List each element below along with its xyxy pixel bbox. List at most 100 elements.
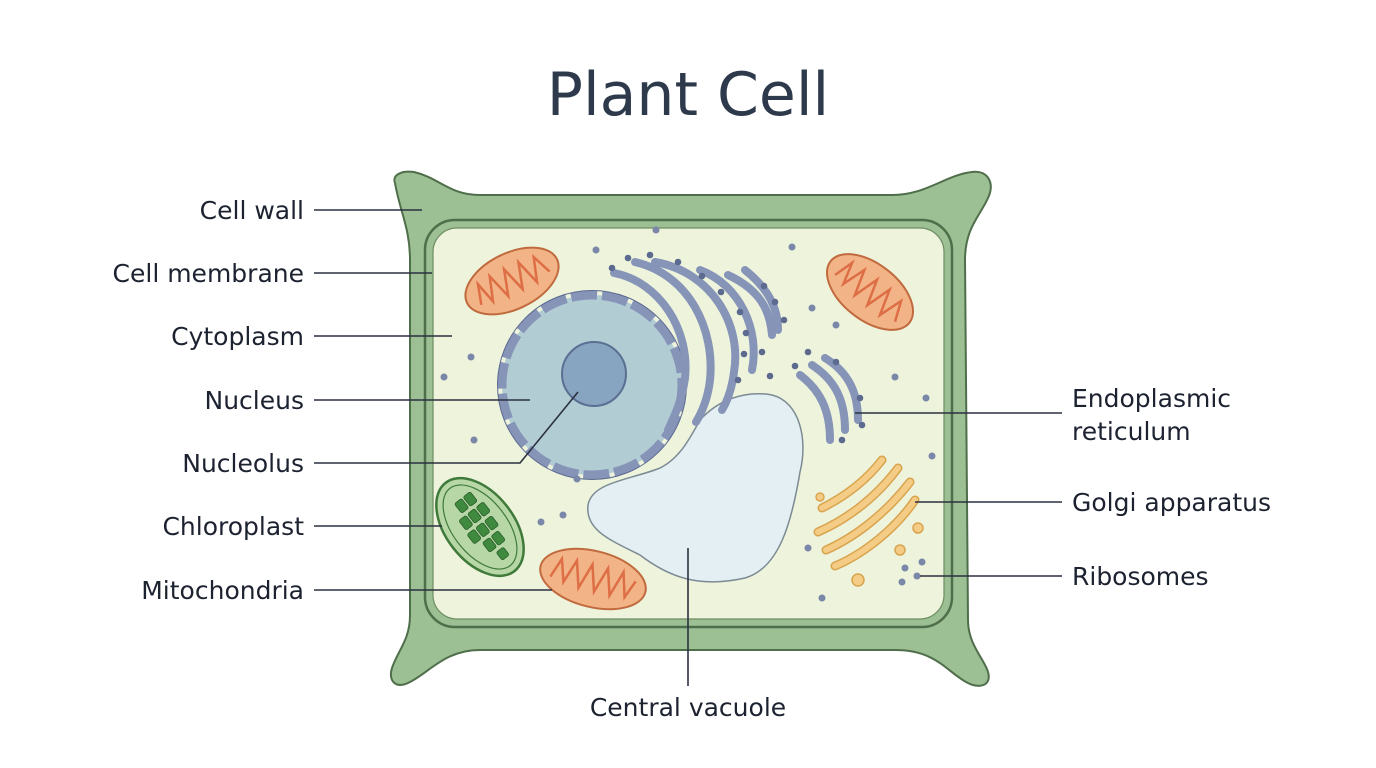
ribosome [804, 348, 812, 356]
granum [463, 491, 478, 507]
ribosome [573, 475, 581, 483]
er-membrane [741, 266, 782, 334]
ribosome [922, 394, 930, 402]
chloroplast [435, 476, 525, 578]
er-membrane [796, 371, 834, 444]
label-nucleolus: Nucleolus [182, 449, 304, 478]
granum [476, 502, 491, 517]
golgi-cisterna [815, 465, 901, 535]
ribosome [717, 288, 725, 296]
ribosome [624, 254, 632, 262]
label-endoplasmic-reticulum-line2: reticulum [1072, 417, 1191, 446]
central-vacuole [587, 393, 804, 583]
label-golgi-apparatus: Golgi apparatus [1072, 488, 1271, 517]
golgi-cisterna [832, 497, 918, 569]
label-central-vacuole: Central vacuole [590, 693, 786, 722]
granum [454, 498, 469, 513]
granum [482, 537, 497, 553]
mitochondrion-cristae [476, 253, 551, 306]
granum [496, 547, 509, 560]
granum [491, 531, 506, 546]
label-cell-wall: Cell wall [200, 196, 304, 225]
ribosome [788, 243, 796, 251]
ribosome [758, 348, 766, 356]
ribosome [674, 258, 682, 266]
ribosome [736, 308, 744, 316]
ribosome [652, 226, 660, 234]
mitochondrion-top-left [464, 246, 560, 316]
label-chloroplast: Chloroplast [162, 512, 304, 541]
golgi-vesicle [912, 522, 924, 534]
ribosome [608, 264, 616, 272]
ribosome [808, 304, 816, 312]
ribosome [791, 362, 799, 370]
mitochondrion-cristae [834, 259, 904, 323]
ribosome [918, 558, 926, 566]
chloroplast-inner [442, 484, 518, 570]
ribosome [891, 373, 899, 381]
label-endoplasmic-reticulum-line1: Endoplasmic [1072, 384, 1231, 413]
ribosome [646, 251, 654, 259]
er-membrane [724, 271, 776, 339]
ribosome [592, 246, 600, 254]
leader-nucleolus [314, 391, 579, 464]
ribosome [440, 373, 448, 381]
label-cell-membrane: Cell membrane [113, 259, 304, 288]
golgi-vesicle [851, 573, 865, 587]
diagram-title: Plant Cell [547, 60, 829, 130]
ribosome [734, 376, 742, 384]
label-endoplasmic-reticulum: Endoplasmic reticulum [1072, 384, 1239, 446]
er-membrane [808, 361, 849, 434]
er-membrane [651, 258, 740, 414]
label-ribosomes: Ribosomes [1072, 562, 1209, 591]
granum [467, 529, 482, 544]
ribosome [901, 564, 909, 572]
golgi-vesicle [815, 492, 825, 502]
granum [459, 515, 473, 530]
endoplasmic-reticulum [610, 258, 862, 444]
er-membrane [610, 269, 690, 434]
granum [484, 515, 499, 531]
granum [476, 522, 490, 537]
ribosome [766, 372, 774, 380]
ribosome [559, 511, 567, 519]
ribosome [740, 350, 748, 358]
ribosome [780, 316, 788, 324]
ribosome [537, 518, 545, 526]
ribosome [771, 298, 779, 306]
label-mitochondria: Mitochondria [141, 576, 304, 605]
golgi-apparatus-fill [815, 457, 918, 569]
er-membrane [696, 266, 758, 374]
golgi-vesicle [894, 544, 906, 556]
ribosome [804, 544, 812, 552]
label-nucleus: Nucleus [205, 386, 305, 415]
mitochondrion-top-right [825, 253, 915, 331]
ribosome [467, 353, 475, 361]
ribosome [838, 436, 846, 444]
granum [467, 508, 482, 524]
ribosome [928, 452, 936, 460]
er-ribosomes [608, 251, 866, 444]
ribosome [858, 421, 866, 429]
golgi-cisterna [819, 457, 885, 511]
ribosome [742, 329, 750, 337]
ribosome [698, 272, 706, 280]
thylakoid-stacks [454, 491, 509, 560]
mitochondrion-cristae [549, 555, 637, 601]
ribosome [913, 572, 921, 580]
ribosome [856, 394, 864, 402]
ribosome [818, 594, 826, 602]
ribosome [898, 578, 906, 586]
er-membrane [631, 258, 715, 426]
mitochondrion-bottom [539, 547, 647, 611]
label-cytoplasm: Cytoplasm [171, 322, 304, 351]
golgi-vesicles [815, 492, 924, 587]
golgi-cisterna [823, 479, 913, 553]
nucleolus [561, 341, 627, 407]
ribosome [760, 282, 768, 290]
free-ribosomes [440, 226, 936, 602]
ribosome [832, 358, 840, 366]
ribosome [470, 436, 478, 444]
ribosome [832, 321, 840, 329]
